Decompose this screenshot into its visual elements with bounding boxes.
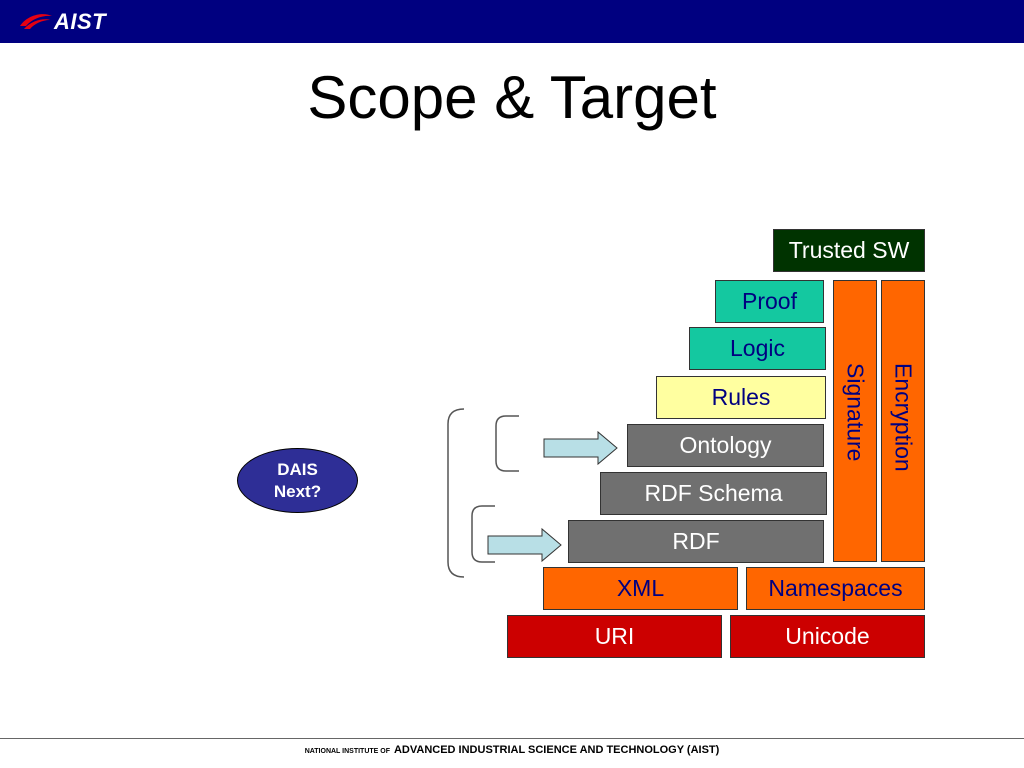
header-bar: AIST — [0, 0, 1024, 43]
page-title: Scope & Target — [307, 64, 717, 131]
layer-ontology: Ontology — [627, 424, 824, 467]
badge-line-2: Next? — [273, 481, 322, 501]
layer-encryption: Encryption — [881, 280, 925, 562]
badge-line-1: DAIS — [277, 459, 318, 479]
footer-divider — [0, 738, 1024, 739]
logo-swoosh-icon — [20, 14, 52, 29]
layer-signature: Signature — [833, 280, 877, 562]
layer-rdf-schema: RDF Schema — [600, 472, 827, 515]
logo-text: AIST — [54, 9, 107, 34]
layer-trusted-sw: Trusted SW — [773, 229, 925, 272]
lower-bracket — [471, 505, 495, 563]
outer-bracket — [447, 408, 465, 578]
dais-next-badge: DAIS Next? — [237, 448, 358, 513]
layer-proof: Proof — [715, 280, 824, 323]
upper-bracket — [495, 415, 519, 472]
layer-xml: XML — [543, 567, 738, 610]
layer-rdf: RDF — [568, 520, 824, 563]
signature-label: Signature — [842, 363, 869, 462]
layer-logic: Logic — [689, 327, 826, 370]
layer-namespaces: Namespaces — [746, 567, 925, 610]
footer-prefix: NATIONAL INSTITUTE OF — [304, 748, 390, 755]
layer-unicode: Unicode — [730, 615, 925, 658]
aist-logo: AIST — [18, 8, 106, 36]
footer-name: ADVANCED INDUSTRIAL SCIENCE AND TECHNOLO… — [393, 744, 720, 756]
encryption-label: Encryption — [890, 363, 917, 472]
rdf-arrow — [487, 527, 562, 563]
layer-uri: URI — [507, 615, 722, 658]
layer-rules: Rules — [656, 376, 826, 419]
ontology-arrow — [543, 430, 618, 466]
